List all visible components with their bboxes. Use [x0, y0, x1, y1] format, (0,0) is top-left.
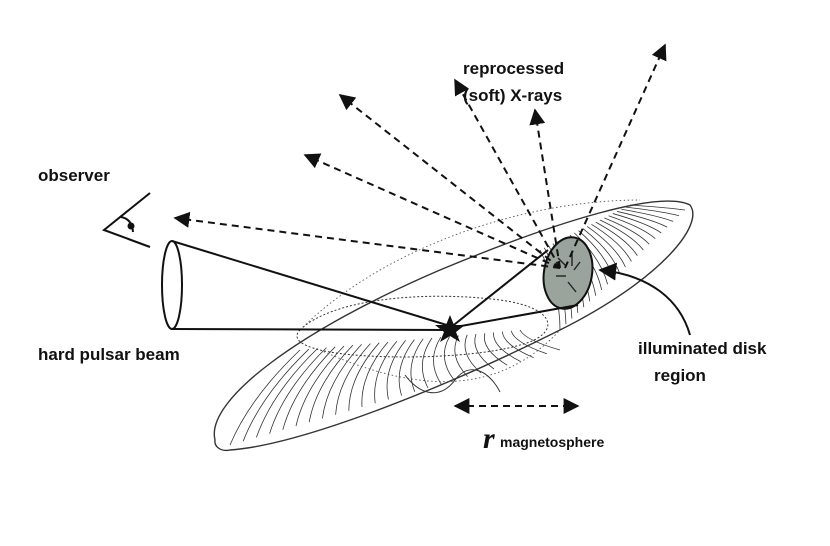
disk-hatch-line [629, 204, 686, 211]
disk-hatch-line [599, 219, 644, 251]
pulsar-star-icon [435, 315, 465, 342]
reprocessed-label-line2: (soft) X-rays [463, 86, 562, 105]
disk-hatch-line [519, 329, 561, 351]
disk-hatch-line [361, 341, 389, 408]
disk-hatch-line [242, 348, 310, 442]
disk-hatch-line [443, 336, 455, 381]
r-magnetosphere-symbol: r [483, 422, 495, 455]
disk-hatch-line [582, 228, 620, 273]
disk-hatch-line [348, 342, 380, 411]
pulsar-beam-cone [161, 240, 451, 331]
accretion-disk [213, 199, 694, 452]
star-to-spot-rays [449, 249, 579, 329]
disk-hatch-line [595, 221, 638, 256]
observer-label: observer [38, 166, 110, 185]
illuminated-spot-ticks [556, 254, 581, 293]
illuminated-pointer-arrow [598, 262, 691, 336]
illuminated-label-line1: illuminated disk [638, 339, 767, 358]
disk-hatch-line [586, 226, 626, 268]
disk-hatch-line [433, 336, 442, 385]
disk-hatch-line [374, 340, 398, 404]
reprocessed-xray-arrows [173, 43, 667, 269]
disk-hatch-line [483, 333, 508, 366]
disk-hatch-line [308, 344, 354, 423]
disk-hatch-line [398, 339, 415, 396]
disk-hatch-line [386, 340, 406, 400]
disk-hatch-line [621, 208, 674, 222]
disk-hatch-line [608, 215, 656, 239]
disk-hatch-line [229, 349, 301, 446]
disk-hatch-line [282, 346, 336, 430]
disk-hatch-line [256, 348, 318, 438]
disk-hatch-line [422, 337, 433, 389]
observer-eye-icon [101, 192, 151, 248]
disk-hatch-line [464, 334, 482, 374]
r-magnetosphere-subscript: magnetosphere [500, 434, 604, 450]
disk-hatch-line [335, 343, 371, 415]
disk-hatch-line [617, 211, 668, 228]
disk-hatch-line [625, 206, 680, 217]
disk-hatch-line [322, 344, 362, 419]
illuminated-label-line2: region [654, 366, 706, 385]
disk-hatch-line [410, 338, 424, 392]
disk-hatch-line [295, 345, 345, 427]
disk-hatch-line [591, 223, 632, 262]
disk-hatch-line [502, 331, 534, 358]
reprocessed-label-line1: reprocessed [463, 59, 564, 78]
disk-hatch-line [493, 332, 521, 362]
disk-hatch-line [269, 347, 327, 434]
hard-beam-label: hard pulsar beam [38, 345, 180, 364]
disk-hatch-line [510, 330, 547, 355]
disk-hatch-line [474, 333, 495, 370]
disk-hatch-line [604, 217, 650, 245]
disk-hatch-line [612, 213, 662, 234]
